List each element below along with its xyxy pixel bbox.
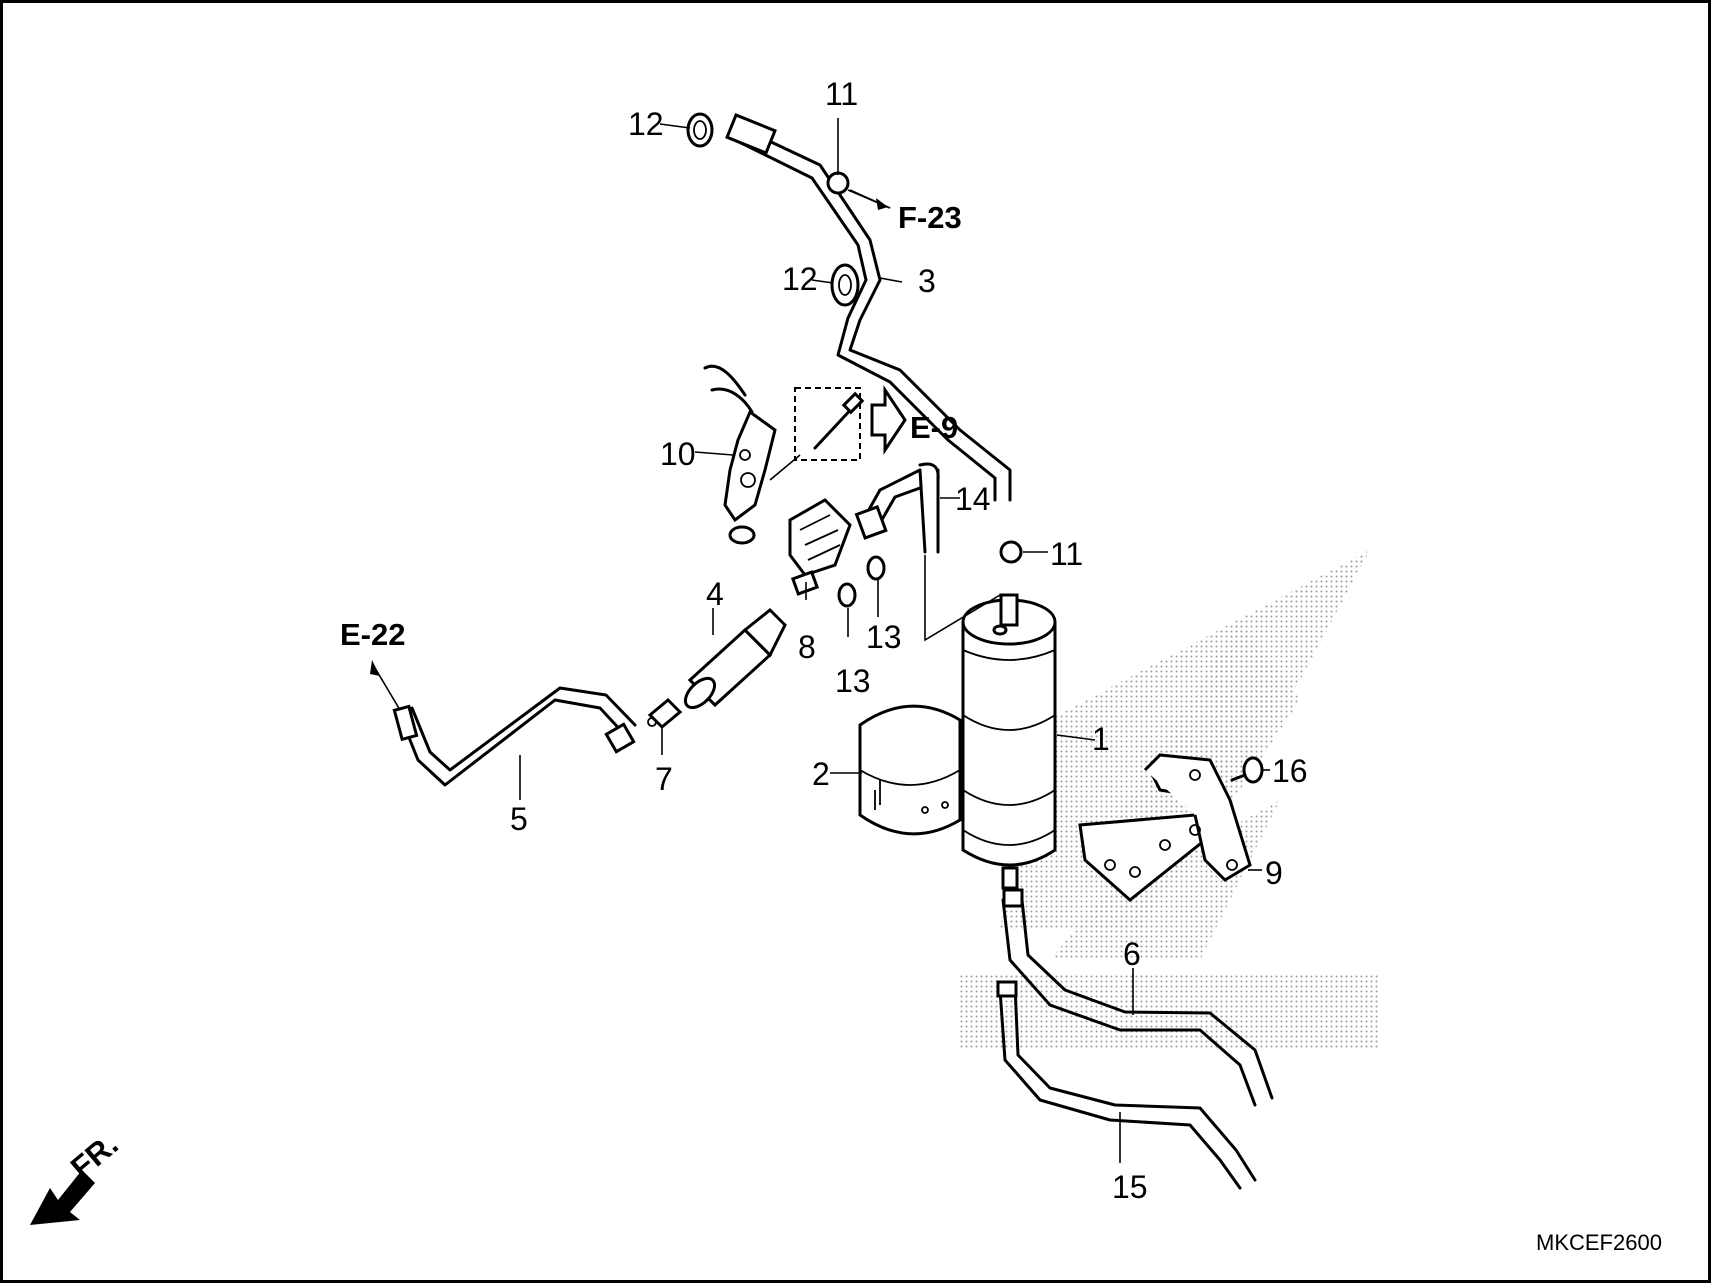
tube-part-5[interactable] [392, 686, 637, 787]
joint-part-7[interactable] [647, 697, 683, 730]
hollow-arrow-icon [870, 385, 907, 455]
callout-8: 8 [798, 629, 816, 665]
callout-labels: 12 11 12 3 10 14 11 4 8 13 13 1 2 7 5 16… [510, 76, 1308, 1205]
callout-15: 15 [1112, 1169, 1148, 1205]
callout-4: 4 [706, 576, 724, 612]
canister-part-1[interactable] [961, 593, 1057, 890]
hose-part-4[interactable] [680, 607, 787, 713]
reference-labels: F-23 E-9 E-22 [340, 200, 962, 652]
ref-e9: E-9 [910, 410, 958, 445]
callout-12-mid: 12 [782, 261, 818, 297]
front-arrow-text: FR. [64, 1126, 125, 1185]
callout-10: 10 [660, 436, 696, 472]
callout-9: 9 [1265, 855, 1283, 891]
callout-12-top: 12 [628, 106, 664, 142]
bolt-callout-box [794, 387, 865, 461]
callout-2: 2 [812, 756, 830, 792]
clip-part-11-top[interactable] [826, 171, 850, 195]
callout-5: 5 [510, 801, 528, 837]
callout-6: 6 [1123, 936, 1141, 972]
ref-e22: E-22 [340, 617, 405, 652]
callout-1: 1 [1092, 721, 1110, 757]
callout-7: 7 [655, 761, 673, 797]
sensor-part-10[interactable] [703, 364, 801, 545]
tube-part-3[interactable] [725, 113, 1012, 502]
ref-f23: F-23 [898, 200, 962, 235]
bracket-part-9[interactable] [1078, 753, 1252, 902]
tube-part-6[interactable] [1001, 888, 1274, 1107]
grommet-part-12-mid[interactable] [830, 263, 860, 307]
callout-11-lower: 11 [1050, 536, 1083, 572]
bolt-part-16[interactable] [1230, 756, 1264, 784]
ref-arrow-icon [370, 189, 891, 711]
bolt-part-13-a[interactable] [866, 555, 886, 581]
grommet-part-12-top[interactable] [686, 112, 714, 148]
tube-part-14[interactable] [854, 462, 940, 554]
front-arrow-icon: FR. [30, 1126, 125, 1225]
callout-13-a: 13 [866, 619, 902, 655]
valve-part-8[interactable] [788, 498, 852, 596]
tube-part-15[interactable] [996, 980, 1257, 1190]
callout-13-b: 13 [835, 663, 871, 699]
bolt-part-13-b[interactable] [837, 582, 857, 608]
callout-16: 16 [1272, 753, 1308, 789]
callout-3: 3 [918, 263, 936, 299]
callout-11-top: 11 [825, 76, 858, 112]
diagram-code: MKCEF2600 [1536, 1230, 1662, 1255]
callout-14: 14 [955, 481, 991, 517]
band-part-2[interactable] [858, 704, 962, 836]
clip-part-11-lower[interactable] [999, 540, 1023, 564]
